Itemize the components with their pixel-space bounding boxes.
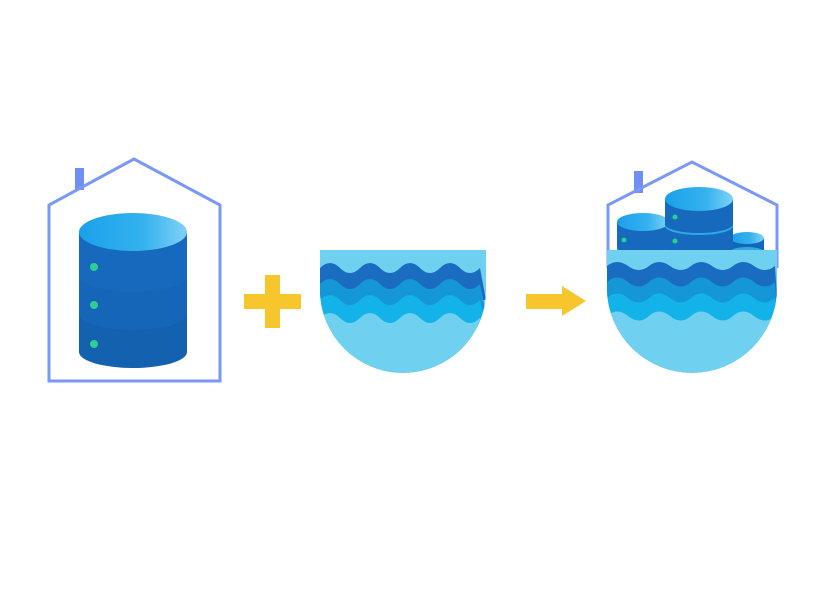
database-icon [79,213,187,368]
plus-icon [244,275,301,328]
house-database-icon [47,157,222,383]
chimney [634,171,643,193]
house-outline [606,160,779,268]
data-lake-icon [320,250,486,373]
led-indicator [90,340,98,348]
led-indicator [90,263,98,271]
arrow-right-icon [526,286,586,316]
led-indicator [90,301,98,309]
lakehouse-water [607,250,777,373]
chimney [75,168,84,190]
house-outline [47,157,222,383]
lakehouse-icon [606,160,779,373]
